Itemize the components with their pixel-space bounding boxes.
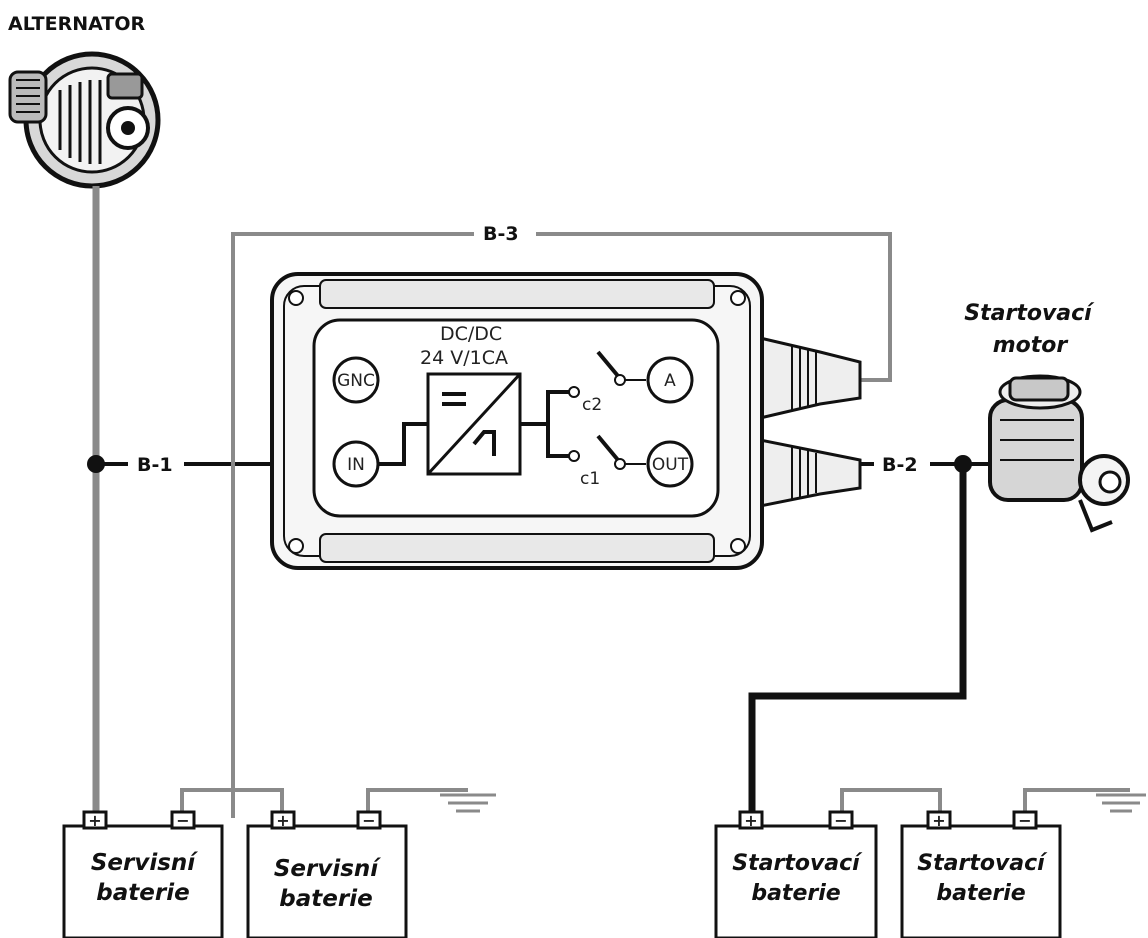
minus-terminal-icon (356, 810, 382, 830)
alternator-label: ALTERNATOR (8, 13, 145, 35)
junction-node-b1 (87, 455, 105, 473)
terminal-a-label: A (664, 371, 676, 391)
starter-cable (748, 464, 967, 818)
battery-plus-sign: + (276, 811, 289, 830)
wire-label-b1: B-1 (137, 454, 173, 476)
battery-minus-sign: − (1018, 811, 1031, 830)
battery-minus-sign: − (834, 811, 847, 830)
switch-c1-label: c1 (580, 469, 600, 489)
battery-label-line1: Startovací (732, 851, 863, 876)
starter-motor-icon (988, 374, 1130, 533)
dcdc-converter (270, 272, 862, 570)
plus-terminal-icon (270, 810, 296, 830)
switch-c2-icon (568, 350, 646, 398)
battery-label-line2: baterie (279, 886, 372, 912)
terminal-gnc-label: GNC (337, 371, 375, 391)
converter-title-line1: DC/DC (440, 323, 502, 345)
b2-label-bg (874, 452, 930, 476)
minus-terminal-icon (170, 810, 196, 830)
internal-c2-wire (520, 390, 570, 426)
switch-c2-label: c2 (582, 395, 602, 415)
battery-plus-sign: + (932, 811, 945, 830)
starter-battery-link (840, 788, 942, 818)
battery-label-line2: baterie (751, 881, 840, 906)
terminal-in-label: IN (347, 455, 365, 475)
battery-plus-sign: + (744, 811, 757, 830)
terminal-in-circle (332, 440, 380, 488)
ground-icon (440, 793, 496, 813)
battery-label-line1: Servisní (274, 856, 381, 882)
starter-ground-wire (1023, 788, 1130, 818)
wire-label-b3: B-3 (483, 223, 519, 245)
battery-label-line2: baterie (96, 880, 189, 906)
terminal-gnc-circle (332, 356, 380, 404)
minus-terminal-icon (828, 810, 854, 830)
service-battery-link (180, 788, 284, 818)
battery-minus-sign: − (362, 811, 375, 830)
battery-label-line2: baterie (936, 881, 1025, 906)
starter-label-line1: Startovací (964, 301, 1095, 326)
plus-terminal-icon (926, 810, 952, 830)
b3-label-bg (474, 221, 536, 247)
wire-label-b2: B-2 (882, 454, 918, 476)
battery-label-line1: Servisní (91, 850, 198, 876)
battery-label-line1: Startovací (917, 851, 1048, 876)
terminal-out-circle (646, 440, 694, 488)
battery-starter-2 (900, 810, 1062, 938)
terminal-out-label: OUT (652, 455, 689, 475)
converter-title-line2: 24 V/1CA (420, 347, 508, 369)
plus-terminal-icon (82, 810, 108, 830)
battery-minus-sign: − (176, 811, 189, 830)
ground-icon (1096, 793, 1146, 813)
starter-label-line2: motor (993, 333, 1069, 358)
b1-label-bg (128, 452, 184, 476)
alternator-icon (8, 51, 161, 189)
plus-terminal-icon (738, 810, 764, 830)
battery-service-1 (62, 810, 224, 938)
battery-starter-1 (714, 810, 878, 938)
minus-terminal-icon (1012, 810, 1038, 830)
service-ground-wire (366, 788, 468, 818)
terminal-a-circle (646, 356, 694, 404)
internal-c1-wire (546, 424, 570, 458)
internal-in-wire (372, 422, 428, 466)
dcdc-symbol-icon (426, 372, 522, 476)
switch-c1-icon (568, 434, 646, 470)
battery-service-2 (246, 810, 408, 938)
battery-plus-sign: + (88, 811, 101, 830)
